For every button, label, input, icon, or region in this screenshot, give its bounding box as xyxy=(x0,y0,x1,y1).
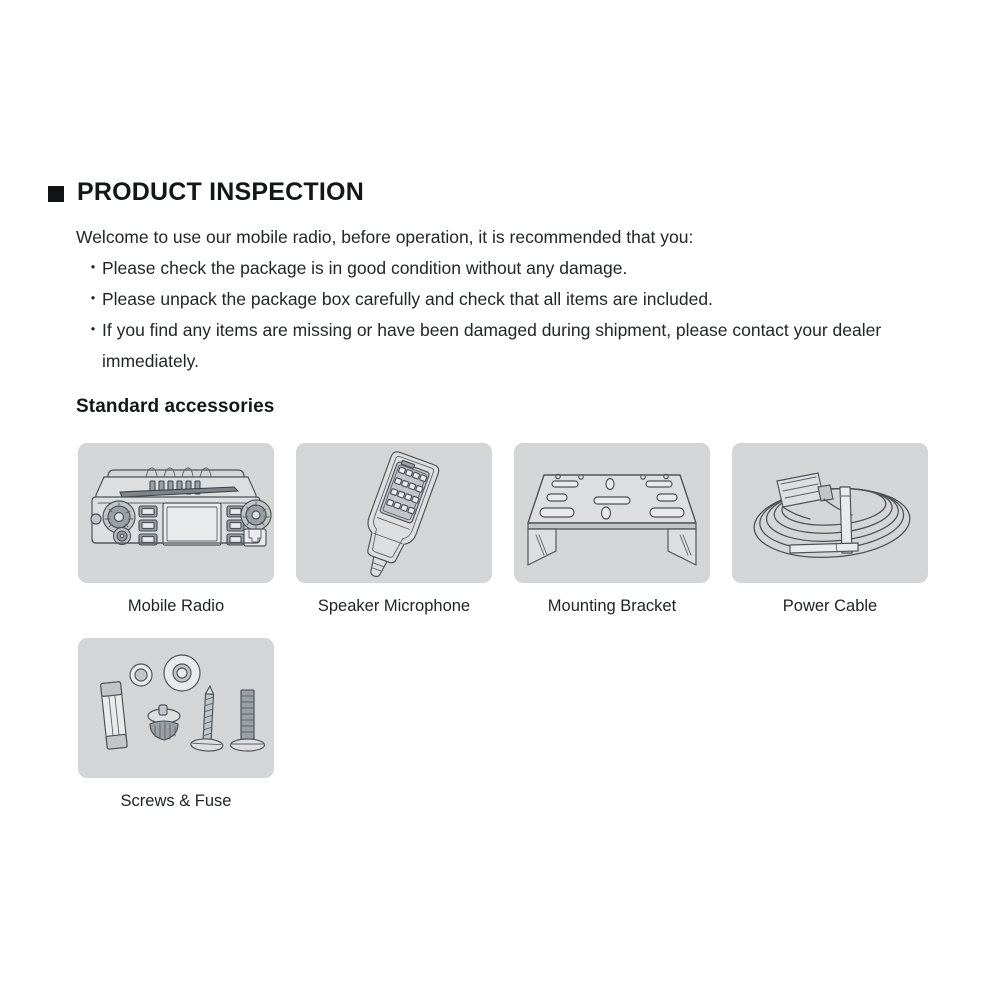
middot-bullet-icon: ・ xyxy=(85,322,102,339)
list-item: ・ Please check the package is in good co… xyxy=(76,253,966,284)
square-bullet-icon xyxy=(48,185,64,202)
accessory-label: Power Cable xyxy=(782,597,878,615)
power-cable-icon xyxy=(753,472,911,558)
list-item: ・ Please unpack the package box carefull… xyxy=(76,284,966,315)
section-heading: PRODUCT INSPECTION xyxy=(48,178,364,207)
speaker-microphone-thumbnail xyxy=(296,443,492,583)
accessory-item-screws-and-fuse: Screws & Fuse xyxy=(78,638,274,811)
accessory-label: Mobile Radio xyxy=(127,597,225,615)
intro-lead-text: Welcome to use our mobile radio, before … xyxy=(76,227,694,247)
list-item: ・ If you find any items are missing or h… xyxy=(76,315,966,377)
accessory-item-speaker-microphone: Speaker Microphone xyxy=(296,443,492,616)
accessories-grid: Mobile Radio xyxy=(78,443,948,811)
mounting-bracket-thumbnail xyxy=(514,443,710,583)
accessory-label: Mounting Bracket xyxy=(547,597,677,615)
middot-bullet-icon: ・ xyxy=(85,260,102,277)
middot-bullet-icon: ・ xyxy=(85,291,102,308)
list-item-label: Please unpack the package box carefully … xyxy=(102,289,713,309)
mobile-radio-icon xyxy=(90,467,272,547)
inspection-bullet-list: ・ Please check the package is in good co… xyxy=(76,253,966,377)
list-item-label: If you find any items are missing or hav… xyxy=(102,320,882,371)
mounting-bracket-icon xyxy=(527,473,697,566)
accessory-item-power-cable: Power Cable xyxy=(732,443,928,616)
list-item-label: Please check the package is in good cond… xyxy=(102,258,628,278)
mobile-radio-thumbnail xyxy=(78,443,274,583)
accessory-item-mounting-bracket: Mounting Bracket xyxy=(514,443,710,616)
intro-block: Welcome to use our mobile radio, before … xyxy=(76,222,966,377)
accessory-label: Screws & Fuse xyxy=(120,792,232,810)
accessory-label: Speaker Microphone xyxy=(317,597,471,615)
screws-and-fuse-thumbnail xyxy=(78,638,274,778)
page-title: PRODUCT INSPECTION xyxy=(77,178,364,206)
accessory-item-mobile-radio: Mobile Radio xyxy=(78,443,274,616)
speaker-microphone-icon xyxy=(367,451,440,578)
power-cable-thumbnail xyxy=(732,443,928,583)
screws-and-fuse-icon xyxy=(100,654,266,752)
accessories-heading: Standard accessories xyxy=(76,396,275,417)
